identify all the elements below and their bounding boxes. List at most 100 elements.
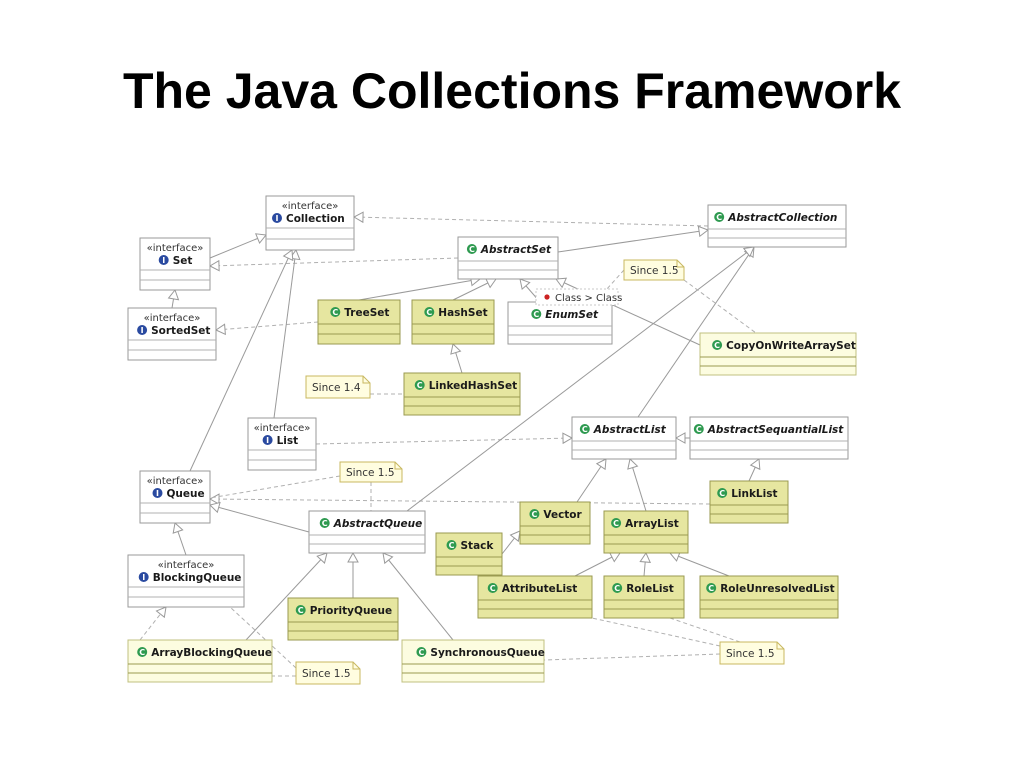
- edge-line: [591, 617, 721, 647]
- class-icon: [712, 340, 723, 350]
- node-box: [571, 416, 677, 460]
- node-box: [477, 575, 593, 619]
- node-name: SynchronousQueue: [430, 647, 545, 659]
- class-icon: [446, 540, 457, 550]
- note-since-15-lists: Since 1.5: [719, 641, 785, 665]
- legend-dot: [544, 294, 550, 300]
- node-stereotype: «interface»: [147, 476, 204, 487]
- diagram-edge-18: [208, 493, 711, 505]
- class-icon: [424, 307, 435, 317]
- class-icon: [714, 212, 725, 222]
- interface-icon: [158, 255, 169, 265]
- diagram-edge-37: [543, 653, 721, 661]
- interface-icon-glyph: I: [142, 573, 145, 582]
- note-since-15-queue: Since 1.5: [339, 461, 403, 483]
- node-name: AbstractSet: [480, 244, 552, 256]
- diagram-edge-23: [639, 551, 652, 577]
- node-name: Collection: [286, 213, 345, 225]
- diagram-edge-5: [557, 225, 710, 253]
- diagram-edge-27: [172, 522, 187, 556]
- class-icon: [295, 605, 306, 615]
- edge-line: [406, 246, 755, 512]
- node-name: AbstractSequantialList: [707, 424, 844, 436]
- node-name: AbstractQueue: [333, 518, 423, 530]
- legend-text: Class > Class: [555, 293, 622, 304]
- diagram-edges: [139, 211, 761, 677]
- class-icon-glyph: C: [426, 308, 432, 317]
- diagram-edge-21: [501, 530, 521, 555]
- node-box: [265, 195, 355, 251]
- class-icon-glyph: C: [418, 648, 424, 657]
- node-box: [457, 236, 559, 280]
- interface-icon-glyph: I: [266, 436, 269, 445]
- edge-arrowhead: [697, 225, 710, 238]
- diagram-edge-20: [627, 458, 647, 512]
- edge-line: [209, 504, 310, 533]
- diagram-edge-40: [229, 606, 297, 669]
- edge-line: [382, 552, 454, 641]
- node-box: [519, 501, 591, 545]
- edge-line: [669, 617, 741, 643]
- node-name: Stack: [461, 540, 495, 552]
- node-tree-set[interactable]: TreeSet C: [317, 299, 401, 345]
- node-box: [709, 480, 789, 524]
- note-shape: [623, 259, 685, 281]
- diagram-edge-10: [214, 321, 319, 336]
- diagram-edge-4: [208, 257, 459, 272]
- note-text: Since 1.5: [726, 648, 775, 660]
- edge-line: [209, 257, 459, 267]
- node-name: PriorityQueue: [310, 605, 392, 617]
- interface-icon: [137, 325, 148, 335]
- node-name: ArrayList: [625, 518, 679, 530]
- node-stereotype: «interface»: [254, 423, 311, 434]
- note-since-15-set: Since 1.5: [623, 259, 685, 281]
- diagram-edge-32: [605, 269, 625, 291]
- class-icon-glyph: C: [531, 510, 537, 519]
- interface-icon-glyph: I: [141, 326, 144, 335]
- edge-arrowhead: [555, 277, 568, 289]
- diagram-edge-31: [139, 606, 167, 641]
- diagram-edge-1: [352, 211, 709, 227]
- class-icon-glyph: C: [332, 308, 338, 317]
- edge-arrowhead: [519, 278, 531, 291]
- edge-arrowhead: [214, 323, 226, 336]
- edge-arrowhead: [209, 501, 221, 514]
- diagram-edge-22: [574, 552, 621, 577]
- node-name: TreeSet: [344, 307, 389, 319]
- edge-arrowhead: [749, 458, 761, 471]
- class-icon-glyph: C: [139, 648, 145, 657]
- diagram-edge-16: [674, 432, 690, 444]
- node-stereotype: «interface»: [158, 560, 215, 571]
- note-text: Since 1.5: [630, 265, 679, 277]
- diagram-edge-2: [209, 233, 267, 259]
- node-stereotype: «interface»: [282, 201, 339, 212]
- diagram-edge-13: [273, 248, 301, 419]
- node-synchronous-queue[interactable]: SynchronousQueue C: [401, 639, 545, 683]
- diagram-legend: Class > Class: [535, 288, 622, 306]
